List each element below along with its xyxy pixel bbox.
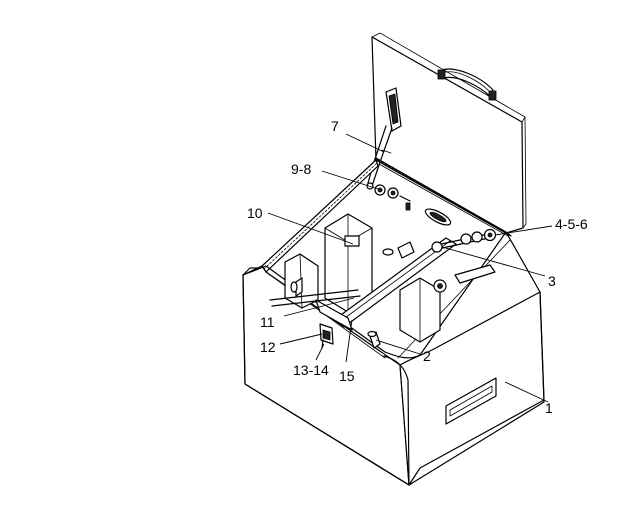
leader-4-5-6 [494, 225, 553, 236]
partition-right [399, 277, 441, 343]
side-handle-cutout [445, 377, 497, 425]
cross-rail [315, 237, 457, 331]
leader-2 [375, 339, 421, 355]
leader-12 [279, 333, 323, 345]
leader-13-14 [315, 343, 325, 361]
callout-1: 1 [545, 400, 553, 416]
leader-3 [441, 246, 546, 277]
box-body [242, 157, 545, 486]
guide-rod [269, 289, 361, 307]
leader-15 [345, 319, 353, 363]
callout-15: 15 [339, 368, 355, 384]
locking-pin [367, 330, 381, 349]
lid [371, 32, 527, 237]
back-wall-handle [424, 208, 452, 226]
leader-lines [267, 133, 553, 403]
callout-10: 10 [247, 205, 263, 221]
leader-11 [283, 297, 355, 317]
leader-7 [345, 133, 385, 153]
callout-11: 11 [260, 314, 275, 330]
callout-4-5-6: 4-5-6 [555, 216, 588, 232]
leader-1 [504, 381, 549, 403]
callout-12: 12 [260, 339, 276, 355]
leader-10 [267, 212, 354, 245]
hinge-pin-parts [374, 184, 411, 211]
callout-9-8: 9-8 [291, 161, 311, 177]
lid-support-arm [366, 87, 402, 190]
leader-9-8 [321, 170, 379, 190]
callout-7: 7 [331, 118, 339, 134]
small-bin [284, 253, 319, 309]
inner-fittings [290, 241, 415, 293]
callout-2: 2 [423, 348, 431, 364]
callout-3: 3 [548, 273, 556, 289]
lid-handle [437, 68, 497, 101]
callout-13-14: 13-14 [293, 362, 329, 378]
slide-latch [433, 264, 496, 293]
